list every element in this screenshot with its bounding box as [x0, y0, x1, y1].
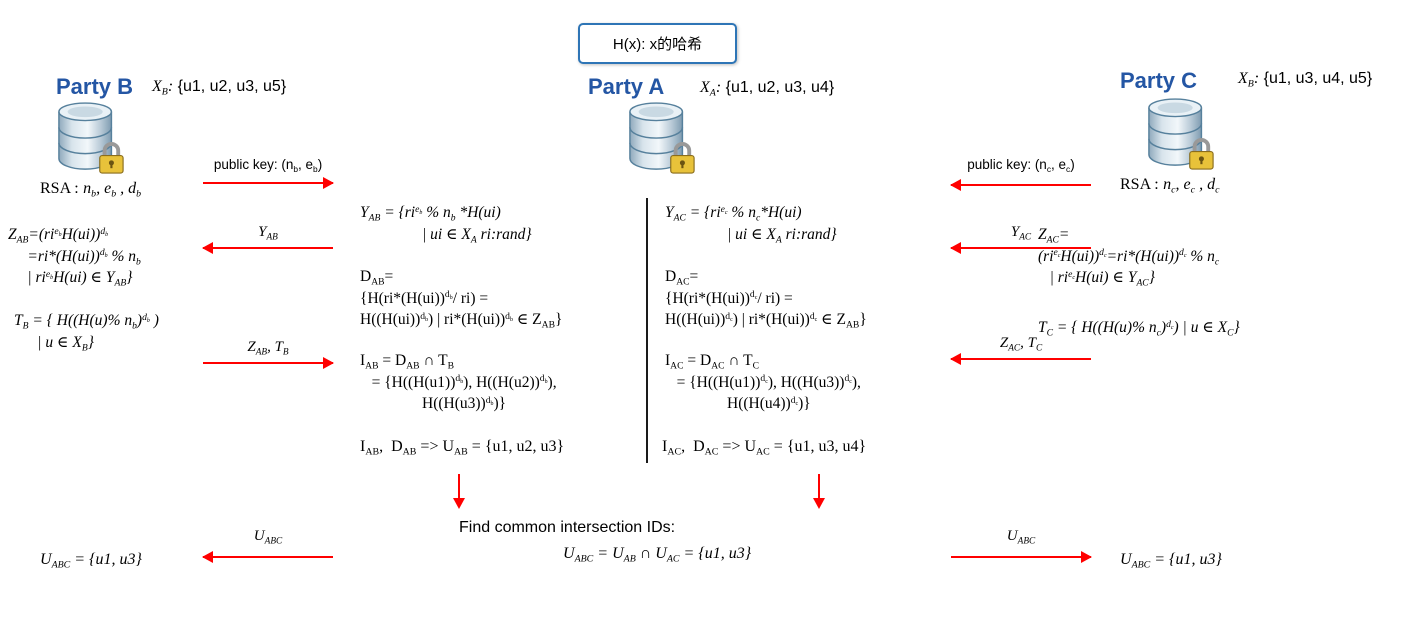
arrow-u-abc-to-c: [951, 551, 1092, 563]
arrow-z-ab-t-b-to-a: [203, 357, 334, 369]
party-c-title: Party C: [1120, 68, 1198, 93]
party-a-title: Party A: [588, 74, 665, 99]
party-c-rsa-values: nc, ec , dc: [1163, 176, 1220, 196]
msg-label-y-ab: YAB: [258, 224, 278, 243]
party-c-set-label: XB: {u1, u3, u4, u5}: [1238, 70, 1373, 90]
msg-label-u-abc-right: UABC: [1006, 528, 1036, 547]
party-b-t-b-formula: TB = { H((H(u)% nb)db ) | u ∈ XB}: [14, 311, 159, 353]
intersection-caption: Find common intersection IDs:: [459, 519, 676, 536]
formula-d-ac: DAC= {H(ri*(H(ui))dc/ ri) = H((H(ui))dc)…: [665, 268, 867, 331]
party-c-rsa-keys: RSA : nc, ec , dc: [1120, 176, 1220, 196]
arrow-public-key-c-to-a: [950, 179, 1091, 191]
hash-function-label: H(x): x的哈希: [612, 36, 703, 53]
arrow-y-ab-to-b: [202, 242, 333, 254]
msg-label-y-ac: YAC: [1010, 224, 1032, 243]
hash-function-box: H(x): x的哈希: [578, 23, 737, 64]
result-u-ac: IAC, DAC => UAC = {u1, u3, u4}: [662, 438, 867, 458]
formula-i-ac: IAC = DAC ∩ TC = {H((H(u1))dc), H((H(u3)…: [665, 352, 861, 412]
party-c-set-var: XB:: [1238, 70, 1260, 90]
party-b-z-ab-formula: ZAB=(riebH(ui))db =ri*(H(ui))db % nb | r…: [8, 225, 141, 289]
party-c-u-abc-result: UABC = {u1, u3}: [1120, 551, 1222, 571]
arrow-down-u-ab: [453, 474, 465, 509]
formula-d-ab: DAB= {H(ri*(H(ui))db/ ri) = H((H(ui))db)…: [360, 268, 563, 331]
party-a-column-divider: [646, 198, 648, 463]
arrow-public-key-b-to-a: [203, 177, 334, 189]
party-c-rsa-label: RSA :: [1120, 176, 1159, 193]
party-c-z-ac-formula: ZAC= (riecH(ui))dc=ri*(H(ui))dc % nc | r…: [1038, 226, 1220, 289]
party-c-set-values: {u1, u3, u4, u5}: [1263, 70, 1373, 87]
arrow-y-ac: [950, 242, 1091, 254]
party-c-t-c-formula: TC = { H((H(u)% nc)dc) | u ∈ XC}: [1038, 318, 1240, 339]
party-b-rsa-keys: RSA : nb, eb , db: [40, 180, 142, 200]
party-b-title: Party B: [56, 74, 134, 99]
arrow-down-u-ac: [813, 474, 825, 509]
arrow-u-abc-to-b: [202, 551, 333, 563]
party-a-database-icon: [627, 101, 697, 176]
party-b-set-values: {u1, u2, u3, u5}: [177, 78, 287, 95]
formula-y-ab: YAB = {rieb % nb *H(ui) | ui ∈ XA ri:ran…: [360, 203, 532, 245]
party-b-u-abc-result: UABC = {u1, u3}: [40, 551, 142, 571]
msg-label-z-ab-t-b: ZAB, TB: [247, 339, 289, 358]
party-c-database-icon: [1146, 97, 1216, 172]
arrow-z-ac-t-c-to-a: [950, 353, 1091, 365]
msg-label-public-key-b: public key: (nb, eb): [213, 157, 323, 174]
result-u-ab: IAB, DAB => UAB = {u1, u2, u3}: [360, 438, 565, 458]
party-a-set-values: {u1, u2, u3, u4}: [725, 79, 835, 96]
formula-i-ab: IAB = DAB ∩ TB = {H((H(u1))db), H((H(u2)…: [360, 352, 557, 412]
party-b-set-var: XB:: [152, 78, 174, 98]
msg-label-public-key-c: public key: (nc, ec): [967, 157, 1075, 174]
party-a-set-label: XA: {u1, u2, u3, u4}: [700, 79, 835, 99]
formula-y-ac: YAC = {riec % nc*H(ui) | ui ∈ XA ri:rand…: [665, 203, 837, 245]
party-b-database-icon: [56, 101, 126, 176]
party-b-rsa-label: RSA :: [40, 180, 79, 197]
msg-label-z-ac-t-c: ZAC, TC: [999, 335, 1043, 354]
party-a-set-var: XA:: [700, 79, 722, 99]
intersection-result: UABC = UAB ∩ UAC = {u1, u3}: [563, 545, 752, 565]
msg-label-u-abc-left: UABC: [253, 528, 283, 547]
party-b-set-label: XB: {u1, u2, u3, u5}: [152, 78, 287, 98]
party-b-rsa-values: nb, eb , db: [83, 180, 142, 200]
